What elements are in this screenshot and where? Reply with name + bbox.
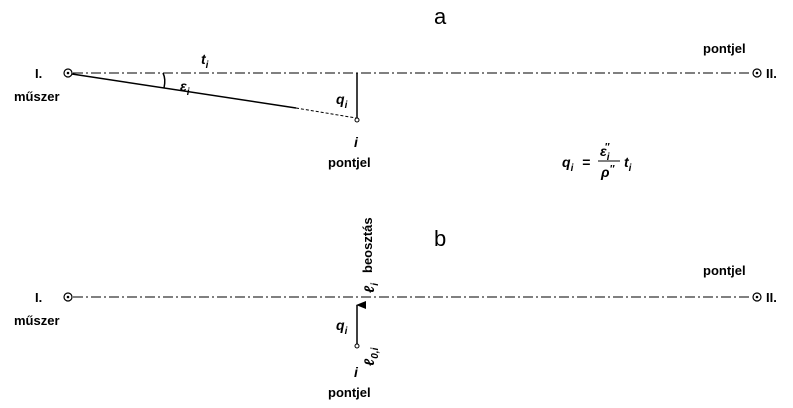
diagram-b-title: b: [434, 226, 446, 251]
diagram-a-target: pontjel: [703, 41, 746, 56]
point-i-label: pontjel: [328, 155, 371, 170]
offset-label: qi: [336, 317, 348, 337]
diagram-b: b I. műszer II. pontjel qi beosztás ℓi ℓ…: [14, 217, 777, 400]
point-i-marker-icon: [354, 117, 360, 123]
svg-text:εi″: εi″: [600, 142, 610, 163]
point-i-name: i: [354, 364, 359, 380]
diagram-b-target: pontjel: [703, 263, 746, 278]
angle-label: εi: [180, 78, 190, 98]
diagram-a-title: a: [434, 4, 447, 29]
diagram-a: a I. műszer II. pontjel ti εi: [14, 4, 777, 180]
point-i-marker-icon: [354, 343, 360, 349]
svg-text:ρ″: ρ″: [600, 164, 615, 180]
reading-label: ℓi: [361, 283, 381, 293]
svg-text:ti: ti: [624, 154, 632, 174]
point-i-name: i: [354, 134, 359, 150]
angle-arc: [162, 72, 166, 89]
station-I-marker-icon: [63, 68, 73, 78]
offset-formula: qi = εi″ ρ″ ti: [562, 142, 632, 180]
point-i-label: pontjel: [328, 385, 371, 400]
base-reading-label: ℓ0,i: [361, 347, 381, 366]
diagram-b-instrument: műszer: [14, 313, 60, 328]
sight-line-solid: [71, 73, 297, 109]
diagram-a-station-II: II.: [766, 66, 777, 81]
diagram-a-station-I: I.: [35, 66, 42, 81]
station-I-marker-icon: [63, 292, 73, 302]
station-II-marker-icon: [752, 292, 762, 302]
station-II-marker-icon: [752, 68, 762, 78]
diagram-b-station-I: I.: [35, 290, 42, 305]
diagram-a-instrument: műszer: [14, 89, 60, 104]
sight-line-dashed: [295, 107, 357, 119]
svg-text:=: =: [582, 154, 590, 170]
offset-label: qi: [336, 91, 348, 111]
diagram-b-station-II: II.: [766, 290, 777, 305]
scale-label: beosztás: [360, 217, 375, 273]
distance-label: ti: [201, 51, 209, 71]
svg-text:qi: qi: [562, 154, 574, 174]
